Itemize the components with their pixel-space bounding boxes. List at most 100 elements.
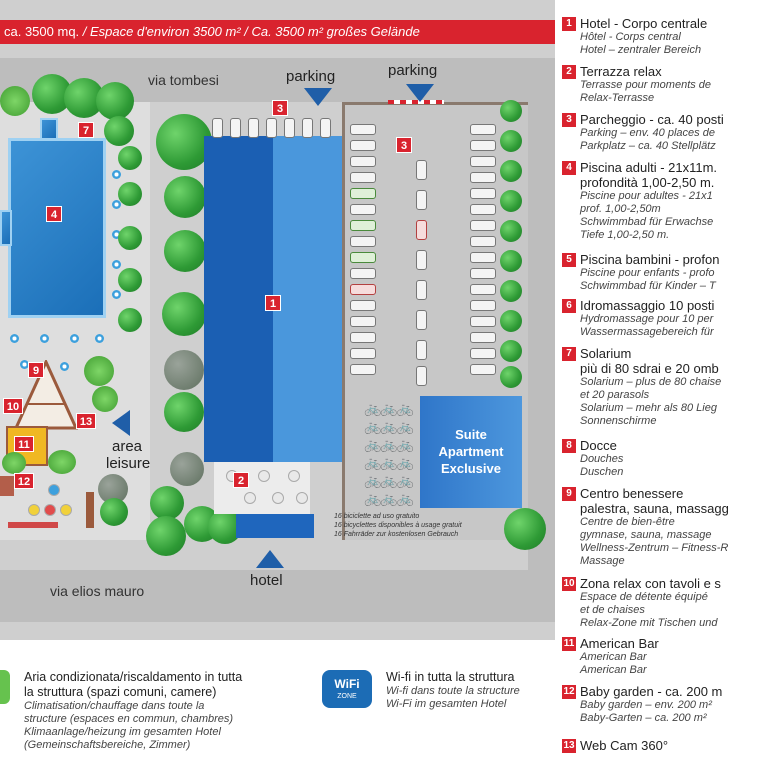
parked-car	[350, 140, 376, 151]
legend-number: 6	[562, 299, 576, 313]
ac-note: Aria condizionata/riscaldamento in tutta…	[24, 670, 242, 752]
ac-fr-2: structure (espaces en commun, chambres)	[24, 713, 234, 725]
toy	[48, 484, 60, 496]
legend-translation: Relax-Terrasse	[580, 92, 655, 104]
parked-car	[470, 172, 496, 183]
parked-car	[470, 140, 496, 151]
parked-car	[284, 118, 295, 138]
legend-translation: Duschen	[580, 466, 624, 478]
legend-number: 13	[562, 739, 576, 753]
legend-translation: Parkplatz – ca. 40 Stellplätz	[580, 140, 716, 152]
parked-car	[320, 118, 331, 138]
legend-number: 10	[562, 577, 576, 591]
legend-translation: Piscine pour adultes - 21x1	[580, 190, 713, 202]
legend-title: Hotel - Corpo centrale	[580, 16, 708, 31]
bench	[86, 492, 94, 528]
tree	[118, 146, 142, 170]
wifi-line-1: Wi-fi in tutta la struttura	[386, 670, 515, 684]
legend-title-2: più di 80 sdrai e 20 omb	[580, 361, 719, 376]
legend-translation: Schwimmbad für Kinder – T	[580, 280, 716, 292]
legend-title: Solarium	[580, 346, 632, 361]
marker-2: 2	[233, 472, 249, 488]
ac-fr-1: Climatisation/chauffage dans toute la	[24, 700, 205, 712]
legend-translation: Terrasse pour moments de	[580, 79, 712, 91]
umbrella	[60, 362, 69, 371]
legend-title: Terrazza relax	[580, 64, 662, 79]
parked-car	[350, 364, 376, 375]
tree	[500, 220, 522, 242]
parking-arrow-left-icon	[304, 88, 332, 106]
umbrella	[112, 170, 121, 179]
road-right	[528, 58, 555, 578]
tree	[500, 190, 522, 212]
parked-car	[416, 310, 427, 330]
palm-tree	[92, 386, 118, 412]
area-banner: ca. 3500 mq. / Espace d'environ 3500 m² …	[0, 20, 555, 44]
suite-label-1: Suite	[455, 427, 487, 442]
wifi-de: Wi-Fi im gesamten Hotel	[386, 698, 507, 710]
road-bottom	[0, 570, 555, 622]
site-map: ca. 3500 mq. / Espace d'environ 3500 m² …	[0, 0, 555, 640]
legend-translation: Sonnenschirme	[580, 415, 657, 427]
legend-number: 9	[562, 487, 576, 501]
suite-label-3: Exclusive	[441, 461, 501, 476]
area-banner-italian: ca. 3500 mq.	[4, 24, 80, 39]
tree	[164, 176, 206, 218]
parked-car	[350, 300, 376, 311]
bicycle-note-fr: 16 bicyclettes disponibles à usage gratu…	[334, 522, 462, 529]
umbrella	[112, 230, 121, 239]
parked-car	[470, 220, 496, 231]
terrace-table	[272, 492, 284, 504]
leisure-label-2: leisure	[106, 455, 151, 472]
parked-car	[416, 250, 427, 270]
legend-translation: et 20 parasols	[580, 389, 650, 401]
legend-title: Parcheggio - ca. 40 posti	[580, 112, 724, 127]
legend-translation: Schwimmbad für Erwachse	[580, 216, 714, 228]
bicycle-rack: 🚲🚲🚲	[364, 400, 414, 416]
hotel-main-building	[204, 136, 342, 462]
legend-translation: Tiefe 1,00-2,50 m.	[580, 229, 670, 241]
tree	[504, 508, 546, 550]
tree	[500, 250, 522, 272]
tree	[500, 366, 522, 388]
legend-title: Centro benessere	[580, 486, 684, 501]
amenities-notes: Aria condizionata/riscaldamento in tutta…	[0, 640, 560, 768]
tree	[162, 292, 206, 336]
legend-translation: Douches	[580, 453, 624, 465]
wifi-zone-icon: WiFi ZONE	[322, 670, 372, 708]
parked-car	[302, 118, 313, 138]
tree	[500, 280, 522, 302]
parked-car	[470, 204, 496, 215]
legend-translation: Wellness-Zentrum – Fitness-R	[580, 542, 729, 554]
tree	[170, 452, 204, 486]
parking-label-right: parking	[388, 62, 438, 79]
tree	[100, 498, 128, 526]
parked-car	[470, 364, 496, 375]
parked-car	[470, 300, 496, 311]
wifi-note: Wi-fi in tutta la struttura Wi-fi dans t…	[386, 670, 520, 711]
legend-title: Piscina bambini - profon	[580, 252, 720, 267]
legend-translation: Centre de bien-être	[580, 516, 675, 528]
legend-number: 2	[562, 65, 576, 79]
ac-de-1: Klimaanlage/heizung im gesamten Hotel	[24, 726, 221, 738]
legend-translation: Piscine pour enfants - profo	[580, 267, 715, 279]
hotel-label: hotel	[250, 572, 283, 589]
marker-10: 10	[3, 398, 23, 414]
umbrella	[112, 290, 121, 299]
parked-car	[350, 204, 376, 215]
toy	[60, 504, 72, 516]
bench	[8, 522, 58, 528]
leisure-arrow-icon	[112, 410, 130, 436]
ac-line-1: Aria condizionata/riscaldamento in tutta	[24, 670, 243, 684]
tree	[104, 116, 134, 146]
legend-title: Zona relax con tavoli e s	[580, 576, 721, 591]
umbrella	[70, 334, 79, 343]
parked-car	[350, 236, 376, 247]
parked-car	[470, 268, 496, 279]
legend-translation: prof. 1,00-2,50m	[580, 203, 661, 215]
road-label-bottom: via elios mauro	[50, 583, 145, 599]
